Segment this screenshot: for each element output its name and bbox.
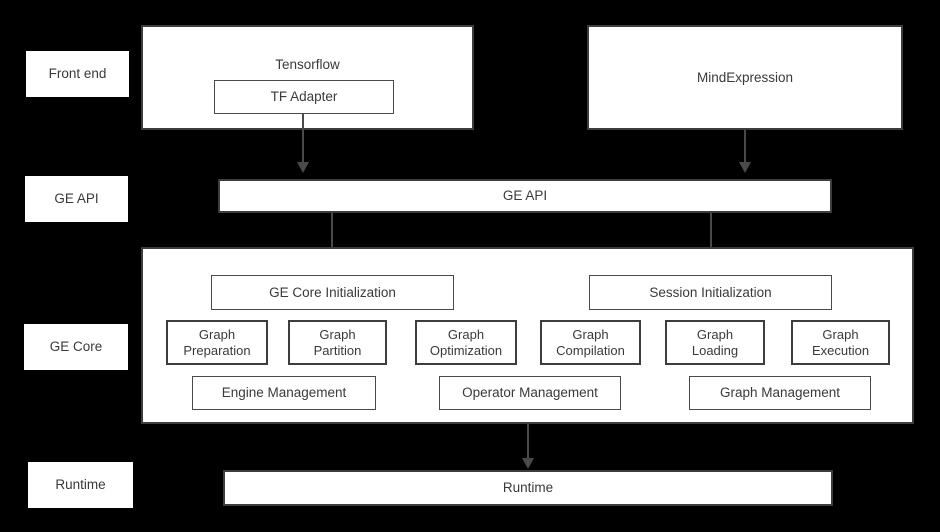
ge-core-initialization-label: GE Core Initialization	[269, 284, 396, 300]
connector-ge-core-to-runtime-head	[522, 458, 534, 469]
manager-label-operator-management: Operator Management	[462, 385, 598, 401]
layer-label-ge-api: GE API	[25, 176, 128, 222]
layer-label-front-end: Front end	[26, 51, 129, 97]
layer-label-runtime: Runtime	[28, 462, 133, 508]
mindexpression-label: MindExpression	[696, 69, 794, 85]
module-label-graph-execution: Graph Execution	[811, 327, 870, 358]
connector-mindexpression-to-ge-api-line	[744, 130, 746, 164]
session-initialization-box[interactable]: Session Initialization	[589, 275, 832, 310]
module-box-graph-compilation[interactable]: Graph Compilation	[540, 320, 641, 365]
ge-api-bar-label: GE API	[502, 188, 548, 204]
manager-label-engine-management: Engine Management	[221, 385, 347, 401]
mindexpression-box[interactable]: MindExpression	[587, 25, 903, 130]
connector-mindexpression-to-ge-api-head	[739, 162, 751, 173]
module-label-graph-compilation: Graph Compilation	[556, 327, 625, 358]
connector-ge-api-to-ge-core-init-line	[331, 213, 333, 265]
module-label-graph-loading: Graph Loading	[691, 327, 739, 358]
module-label-graph-preparation: Graph Preparation	[183, 327, 251, 358]
module-label-graph-partition: Graph Partition	[313, 327, 362, 358]
ge-core-initialization-box[interactable]: GE Core Initialization	[211, 275, 454, 310]
connector-ge-api-to-session-init-line	[710, 213, 712, 265]
tf-adapter-label: TF Adapter	[270, 89, 338, 105]
runtime-bar[interactable]: Runtime	[223, 470, 833, 506]
module-box-graph-preparation[interactable]: Graph Preparation	[166, 320, 268, 365]
tensorflow-group[interactable]: Tensorflow	[141, 25, 474, 130]
tensorflow-title: Tensorflow	[275, 57, 340, 72]
layer-label-ge-core: GE Core	[24, 324, 128, 370]
manager-box-operator-management[interactable]: Operator Management	[439, 376, 621, 410]
connector-tf-adapter-to-ge-api-line	[302, 114, 304, 164]
module-box-graph-execution[interactable]: Graph Execution	[791, 320, 890, 365]
ge-api-bar[interactable]: GE API	[218, 179, 832, 213]
manager-box-graph-management[interactable]: Graph Management	[689, 376, 871, 410]
layer-label-runtime-text: Runtime	[55, 477, 106, 493]
layer-label-front-end-text: Front end	[48, 66, 107, 82]
connector-ge-core-to-runtime-line	[527, 424, 529, 462]
tf-adapter-box[interactable]: TF Adapter	[214, 80, 394, 114]
manager-label-graph-management: Graph Management	[719, 385, 841, 401]
runtime-bar-label: Runtime	[502, 480, 554, 496]
module-box-graph-partition[interactable]: Graph Partition	[288, 320, 387, 365]
layer-label-ge-api-text: GE API	[54, 191, 99, 207]
connector-tf-adapter-to-ge-api-head	[297, 162, 309, 173]
layer-label-ge-core-text: GE Core	[49, 339, 103, 355]
module-box-graph-optimization[interactable]: Graph Optimization	[415, 320, 517, 365]
session-initialization-label: Session Initialization	[649, 284, 772, 300]
module-label-graph-optimization: Graph Optimization	[429, 327, 503, 358]
manager-box-engine-management[interactable]: Engine Management	[192, 376, 376, 410]
module-box-graph-loading[interactable]: Graph Loading	[665, 320, 765, 365]
